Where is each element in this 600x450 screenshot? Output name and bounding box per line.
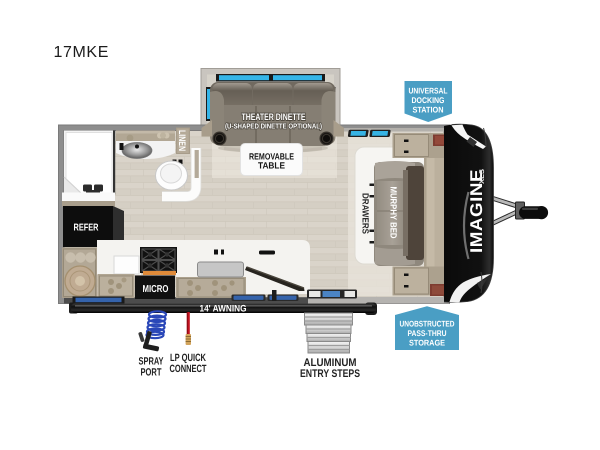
svg-text:SPRAY: SPRAY <box>139 356 164 368</box>
svg-text:XLS: XLS <box>479 169 486 184</box>
svg-text:DOCKING: DOCKING <box>412 96 445 105</box>
svg-text:REMOVABLE: REMOVABLE <box>249 152 294 162</box>
svg-text:STATION: STATION <box>413 106 444 115</box>
svg-text:UNOBSTRUCTED: UNOBSTRUCTED <box>400 320 455 329</box>
svg-text:14' AWNING: 14' AWNING <box>200 304 247 315</box>
svg-text:IMAGINE: IMAGINE <box>467 169 486 253</box>
svg-text:THEATER DINETTE: THEATER DINETTE <box>242 112 306 123</box>
svg-text:DRAWERS: DRAWERS <box>361 193 371 234</box>
svg-text:CONNECT: CONNECT <box>170 363 207 375</box>
svg-text:17MKE: 17MKE <box>54 44 109 61</box>
svg-text:(U-SHAPED DINETTE OPTIONAL): (U-SHAPED DINETTE OPTIONAL) <box>225 121 323 130</box>
svg-text:UNIVERSAL: UNIVERSAL <box>409 87 448 96</box>
svg-text:PASS-THRU: PASS-THRU <box>408 329 447 338</box>
svg-text:REFER: REFER <box>74 223 100 234</box>
svg-text:TABLE: TABLE <box>258 161 285 171</box>
svg-text:LINEN: LINEN <box>176 130 187 151</box>
svg-text:STORAGE: STORAGE <box>409 339 445 348</box>
svg-text:PORT: PORT <box>141 367 162 379</box>
svg-text:ENTRY STEPS: ENTRY STEPS <box>300 368 360 380</box>
svg-text:MURPHY BED: MURPHY BED <box>389 187 399 239</box>
svg-text:LP QUICK: LP QUICK <box>170 352 206 364</box>
svg-text:MICRO: MICRO <box>143 284 169 295</box>
svg-text:ALUMINUM: ALUMINUM <box>304 357 357 369</box>
